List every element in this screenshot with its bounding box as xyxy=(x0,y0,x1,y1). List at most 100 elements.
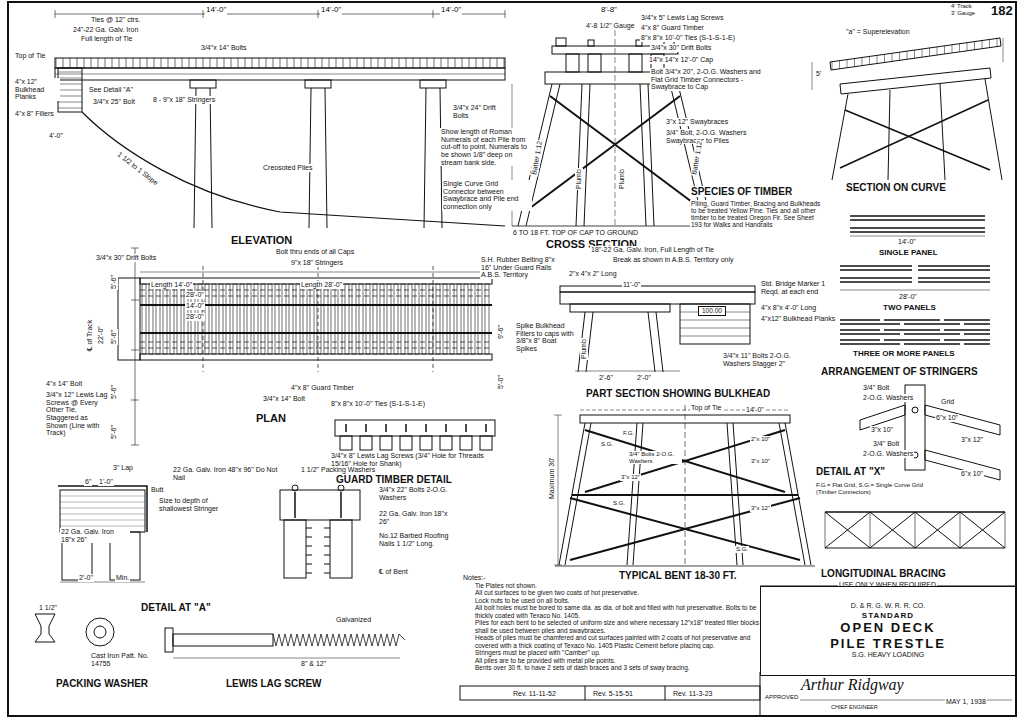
drawing-line xyxy=(58,72,82,73)
drawing-line xyxy=(870,512,915,548)
view-title: 182 xyxy=(990,4,1014,18)
drawing-line xyxy=(318,10,319,18)
drawing-label: Cast Iron Patt. No. 14755 xyxy=(90,652,164,667)
drawing-line xyxy=(294,58,295,68)
drawing-line xyxy=(441,58,442,68)
timber-outline xyxy=(480,436,492,450)
drawing-line xyxy=(465,424,467,432)
drawing-line xyxy=(60,514,145,515)
timber-outline xyxy=(324,284,328,354)
drawing-label: 28'-0" xyxy=(898,293,918,301)
drawing-path xyxy=(35,614,55,642)
drawing-line xyxy=(294,492,296,518)
drawing-label: 3/4"x 14" Bolts xyxy=(200,44,247,52)
drawing-line xyxy=(825,512,826,548)
drawing-line xyxy=(944,339,990,341)
timber-outline xyxy=(240,284,244,354)
drawing-line xyxy=(840,319,880,321)
drawing-line xyxy=(399,58,400,68)
drawing-label: Spike Bulkhead Fillers to caps with 3/8"… xyxy=(515,322,575,353)
drawing-line xyxy=(306,573,312,574)
drawing-label: 6"x 10" xyxy=(960,470,984,478)
drawing-line xyxy=(357,58,358,68)
drawing-line xyxy=(854,59,855,67)
drawing-label: 3"x 12" xyxy=(960,436,984,444)
drawing-line xyxy=(884,319,940,321)
drawing-line xyxy=(840,281,912,283)
view-title: SINGLE PANEL xyxy=(878,249,939,258)
drawing-line xyxy=(364,58,365,68)
drawing-label: Plumb xyxy=(575,168,583,190)
timber-outline xyxy=(340,436,352,450)
drawing-line xyxy=(424,88,426,228)
drawing-line xyxy=(840,343,900,345)
drawing-label: Notes:- xyxy=(462,574,487,582)
drawing-line xyxy=(147,58,148,68)
drawing-label: 3/4"x 30" Drift Bolts xyxy=(95,254,157,262)
drawing-line xyxy=(345,424,347,432)
drawing-label: Plumb xyxy=(580,338,588,360)
timber-outline xyxy=(471,284,475,354)
title-text: PILE TRESTLE xyxy=(830,636,946,652)
drawing-line xyxy=(336,58,337,68)
drawing-line xyxy=(530,96,680,208)
timber-outline xyxy=(408,284,412,354)
drawing-line xyxy=(161,58,162,68)
timber-outline xyxy=(331,284,335,354)
drawing-line xyxy=(280,58,281,68)
drawing-label: 4'-8 1/2" Gauge xyxy=(585,22,636,30)
drawing-line xyxy=(862,57,863,65)
drawing-line xyxy=(615,30,616,226)
drawing-line xyxy=(554,565,562,566)
timber-outline xyxy=(296,284,300,354)
drawing-line xyxy=(60,526,145,527)
drawing-line xyxy=(306,546,312,547)
drawing-line xyxy=(140,342,492,343)
drawing-line xyxy=(210,58,211,68)
drawing-line xyxy=(434,58,435,68)
drawing-label: S.H. Rubber Belting 8"x 16" Under Guard … xyxy=(480,256,560,279)
drawing-label: 3" Lap xyxy=(112,464,134,472)
drawing-label: Rev. 5-15-51 xyxy=(592,690,634,698)
drawing-label: Galvanized xyxy=(335,616,372,624)
timber-outline xyxy=(556,38,566,46)
drawing-line xyxy=(585,686,586,700)
drawing-label: 1 1/2" Packing Washers xyxy=(300,466,376,474)
timber-outline xyxy=(219,284,223,354)
drawing-label: Size to depth of shallowest Stringer xyxy=(158,497,228,512)
drawing-line xyxy=(840,329,880,331)
drawing-line xyxy=(840,290,990,291)
drawing-line xyxy=(306,528,312,529)
timber-outline xyxy=(55,58,505,68)
drawing-path xyxy=(840,68,991,94)
view-title: SPECIES OF TIMBER xyxy=(690,186,793,197)
drawing-line xyxy=(915,512,960,548)
drawing-label: F.G.= Flat Grid, S.G.= Single Curve Grid… xyxy=(815,482,929,495)
timber-outline xyxy=(282,284,286,354)
drawing-line xyxy=(483,58,484,68)
timber-outline xyxy=(415,284,419,354)
drawing-label: 3/4" Bolt, 2-O.G. Washers Swaybraces to … xyxy=(665,129,767,144)
timber-outline xyxy=(464,284,468,354)
drawing-line xyxy=(914,50,915,58)
drawing-line xyxy=(847,60,848,68)
drawing-label: ℄ of Bent xyxy=(378,568,409,576)
drawing-line xyxy=(324,528,330,529)
drawing-line xyxy=(974,42,975,50)
timber-outline xyxy=(275,284,279,354)
drawing-line xyxy=(918,269,990,271)
drawing-label: Length 28'-0" xyxy=(300,281,343,289)
drawing-path xyxy=(925,450,1000,480)
drawing-line xyxy=(140,58,141,68)
drawing-label: 5'-6" xyxy=(110,424,118,440)
drawing-line xyxy=(58,108,82,109)
drawing-line xyxy=(91,58,92,68)
timber-outline xyxy=(359,284,363,354)
timber-outline xyxy=(422,284,426,354)
drawing-line xyxy=(350,58,351,68)
drawing-line xyxy=(840,339,880,341)
drawing-line xyxy=(455,58,456,68)
drawing-label: Piling, Guard Timber, Bracing and Bulkhe… xyxy=(690,200,824,229)
drawing-line xyxy=(168,58,169,68)
drawing-label: 2'-6" xyxy=(598,374,614,382)
